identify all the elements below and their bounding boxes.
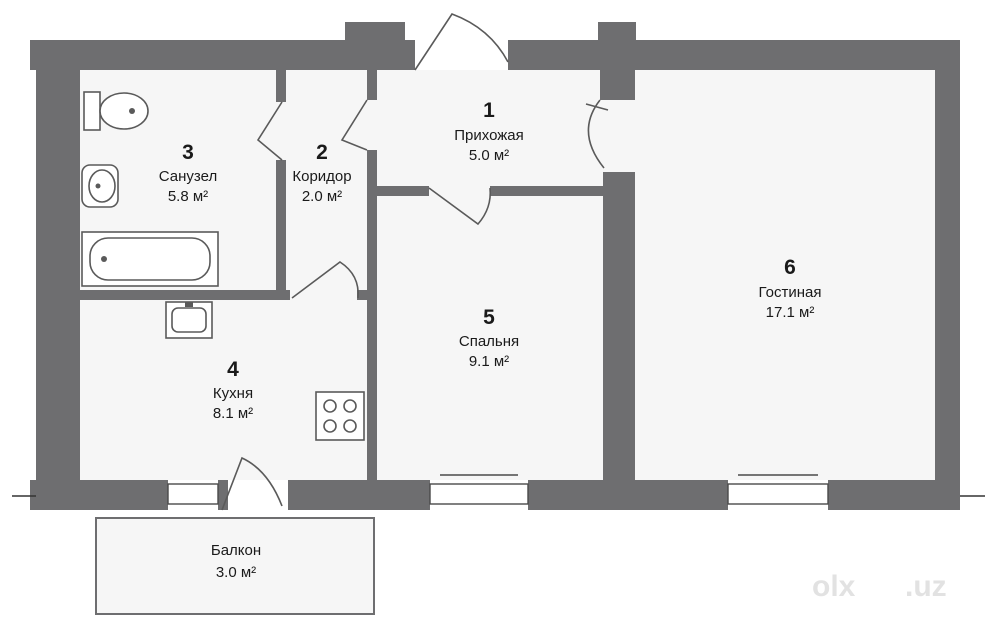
outer-walls [30,22,960,510]
windows [12,474,985,505]
room-label-kitchen: 4 Кухня 8.1 м² [213,358,253,422]
room-name: Коридор [292,168,351,185]
room-number: 4 [227,358,239,381]
room-area: 3.0 м² [216,564,256,581]
room-area: 2.0 м² [302,188,342,205]
room-label-entrance: 1 Прихожая 5.0 м² [454,99,524,164]
room-label-living: 6 Гостиная 17.1 м² [759,256,822,321]
bedroom-window [429,483,529,505]
room-number: 5 [483,306,495,329]
living-window [727,483,829,505]
olx-watermark: olx .uz [812,570,947,603]
room-label-bedroom: 5 Спальня 9.1 м² [459,306,519,370]
doors [221,13,609,511]
room-number: 6 [784,256,796,279]
room-area: 8.1 м² [213,405,253,422]
room-name: Санузел [159,168,217,185]
watermark-brand: olx [812,570,856,603]
sink-icon [81,164,119,208]
room-label-corridor: 2 Коридор 2.0 м² [292,141,351,205]
interior-walls [80,70,635,480]
kitchen-window [167,483,219,505]
watermark-domain: .uz [905,570,947,603]
room-label-balcony: Балкон 3.0 м² [211,542,261,581]
room-name: Балкон [211,542,261,559]
room-number: 1 [483,99,495,122]
kitchen-sink-icon [165,301,213,339]
room-name: Гостиная [759,284,822,301]
room-number: 3 [182,141,194,164]
bathtub-icon [81,231,219,287]
room-area: 5.0 м² [469,147,509,164]
floor-area [80,70,935,480]
stove-icon [315,391,365,441]
room-area: 9.1 м² [469,353,509,370]
toilet-icon [83,91,149,131]
room-number: 2 [316,141,328,164]
room-name: Кухня [213,385,253,402]
balcony-outline [95,517,375,615]
room-area: 17.1 м² [766,304,815,321]
room-name: Спальня [459,333,519,350]
balcony-floor [96,518,374,614]
room-label-bathroom: 3 Санузел 5.8 м² [159,141,217,205]
room-area: 5.8 м² [168,188,208,205]
room-name: Прихожая [454,127,524,144]
